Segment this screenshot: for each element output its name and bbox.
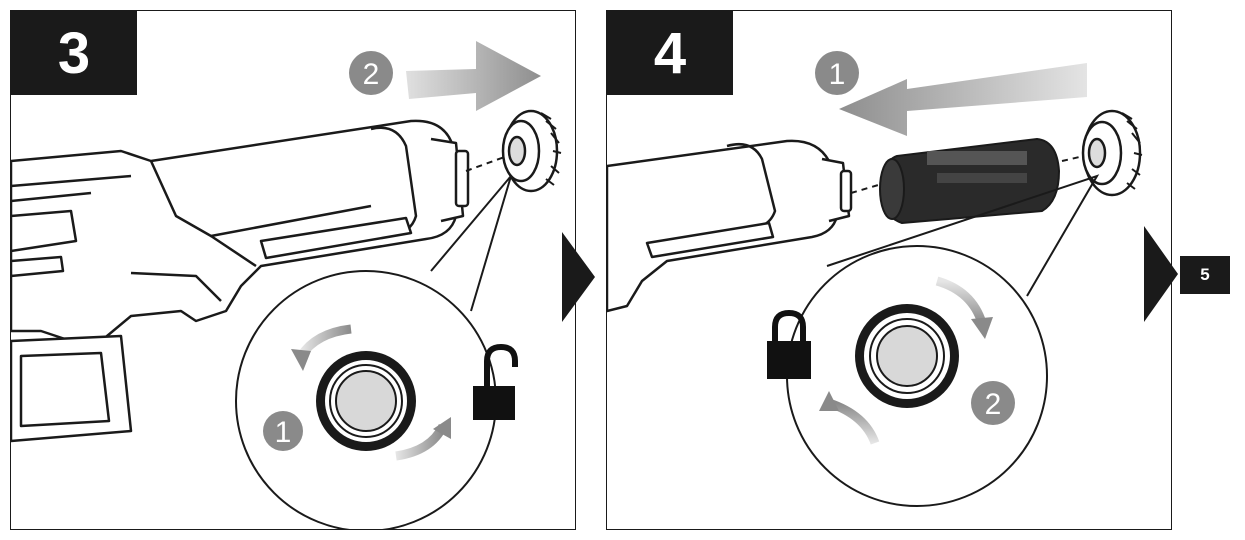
next-step-label: 5 [1200,265,1210,284]
step-number-label: 4 [653,20,687,86]
callout-pointer [826,174,1100,297]
step-4-panel: 4 [606,10,1172,530]
step-number-label: 3 [57,20,91,86]
cartridge [879,137,1061,225]
tool-body [607,139,853,313]
badge-label: 1 [829,58,846,91]
step-badge-2 [349,51,393,95]
next-panel-arrow [562,232,595,322]
step-badge-2 [971,381,1015,425]
step-3-panel: 3 [10,10,576,530]
tool-body [11,119,470,443]
alignment-line [1061,152,1098,162]
knob-detail [855,304,959,408]
unlocked-padlock-icon [473,343,518,420]
step-3-illustration: 2 1 [11,41,562,529]
callout-pointer [430,175,512,312]
badge-label: 2 [985,388,1002,421]
step-number-4: 4 [607,11,733,95]
end-cap [1081,109,1143,197]
next-step-arrow [1144,226,1178,322]
badge-label: 2 [363,58,380,91]
step-4-illustration: 1 2 [607,51,1143,507]
step-number-3: 3 [11,11,137,95]
move-arrow [839,63,1087,136]
rotate-arrow-top [935,276,987,325]
next-step-box: 5 [1180,256,1230,294]
badge-label: 1 [275,416,292,449]
locked-padlock-icon [767,309,811,379]
end-cap [501,109,562,193]
move-arrow [406,41,541,111]
step-badge-1 [263,411,303,451]
knob-detail [316,351,416,451]
step-badge-1 [815,51,859,95]
